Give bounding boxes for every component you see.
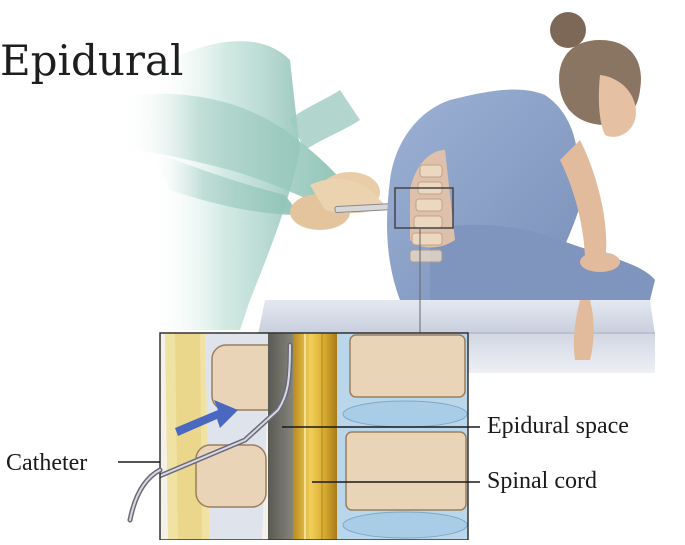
patient-hair-bun [550, 12, 586, 48]
label-epidural-space: Epidural space [487, 414, 629, 438]
title: Epidural [0, 36, 183, 85]
spinal-cord-region [293, 333, 337, 540]
intervertebral-disc [343, 401, 467, 427]
label-spinal-cord: Spinal cord [487, 469, 597, 493]
intervertebral-disc-lower [343, 512, 467, 538]
patient-hand [580, 252, 620, 272]
catheter-external [130, 470, 160, 520]
vertebral-body-upper [350, 335, 465, 397]
vertebral-body-lower [346, 432, 466, 510]
label-catheter: Catheter [6, 451, 87, 475]
patient-lap [430, 225, 655, 300]
spine-cross-section-inset [150, 333, 468, 540]
